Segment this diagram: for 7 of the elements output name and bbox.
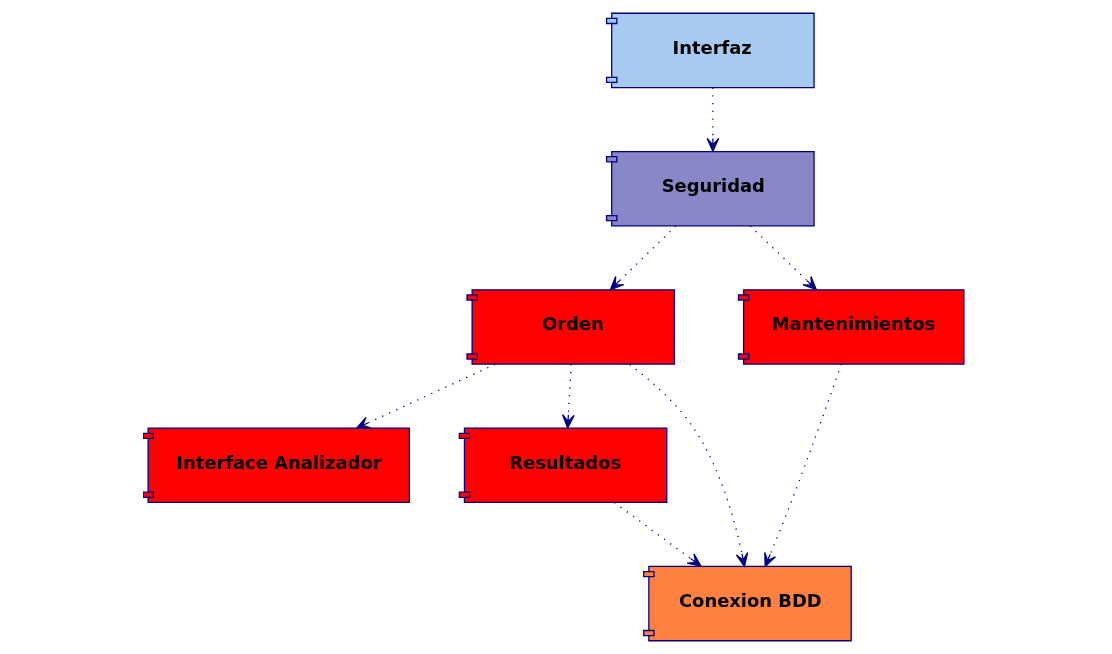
arrow	[629, 363, 749, 567]
arrow	[356, 363, 496, 429]
arrow	[562, 363, 575, 429]
arrow	[749, 225, 817, 291]
arrow	[764, 363, 842, 568]
arrow	[706, 87, 720, 152]
arrow	[609, 225, 677, 291]
